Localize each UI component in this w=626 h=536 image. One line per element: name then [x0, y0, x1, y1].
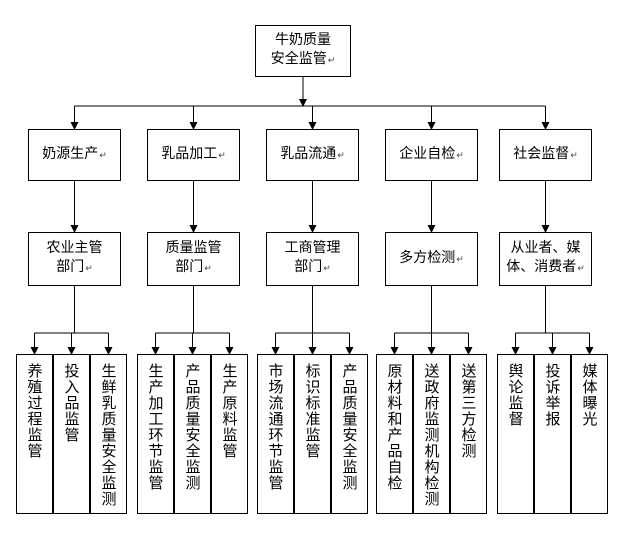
- leaf-label: 媒体曝光: [580, 363, 599, 427]
- department-label: 部门: [294, 259, 323, 275]
- root-node: 牛奶质量 安全监管↵: [255, 25, 351, 77]
- paragraph-mark: ↵: [456, 150, 464, 161]
- paragraph-mark: ↵: [456, 254, 464, 265]
- department-label: 体、消费者: [506, 259, 577, 275]
- leaf-label: 市场流通环节监管: [266, 363, 285, 491]
- root-line-2: 安全监管: [270, 51, 327, 67]
- department-label: 质量监管: [165, 240, 222, 256]
- leaf-node: 生产加工环节监管: [137, 354, 174, 514]
- leaf-label: 生产原料监管: [220, 363, 239, 459]
- paragraph-mark: ↵: [337, 150, 345, 161]
- paragraph-mark: ↵: [577, 264, 585, 274]
- department-node: 从业者、媒体、消费者↵: [499, 232, 592, 286]
- leaf-node: 投入品监管: [53, 354, 90, 514]
- leaf-label: 标识标准监管: [303, 363, 322, 459]
- department-node: 农业主管部门↵: [28, 232, 121, 286]
- department-label: 从业者、媒: [510, 240, 581, 256]
- leaf-node: 投诉举报: [534, 354, 571, 514]
- leaf-label: 养殖过程监管: [25, 363, 44, 459]
- leaf-node: 市场流通环节监管: [257, 354, 294, 514]
- category-node: 奶源生产↵: [28, 129, 121, 181]
- department-node: 质量监管部门↵: [147, 232, 240, 286]
- leaf-label: 产品质量安全监测: [183, 363, 202, 491]
- department-label: 部门: [175, 259, 204, 275]
- department-label: 工商管理: [284, 240, 341, 256]
- leaf-label: 投诉举报: [543, 363, 562, 427]
- paragraph-mark: ↵: [204, 264, 212, 274]
- category-node: 乳品流通↵: [266, 129, 359, 181]
- department-label: 农业主管: [46, 240, 103, 256]
- leaf-node: 原材料和产品自检: [376, 354, 413, 514]
- category-node: 乳品加工↵: [147, 129, 240, 181]
- category-label: 社会监督: [513, 145, 570, 162]
- department-node: 工商管理部门↵: [266, 232, 359, 286]
- leaf-node: 标识标准监管: [294, 354, 331, 514]
- leaf-node: 养殖过程监管: [16, 354, 53, 514]
- paragraph-mark: ↵: [218, 150, 226, 161]
- leaf-label: 送第三方检测: [459, 363, 478, 459]
- leaf-label: 投入品监管: [62, 363, 81, 443]
- leaf-node: 舆论监督: [497, 354, 534, 514]
- category-label: 乳品流通: [280, 145, 337, 162]
- leaf-label: 原材料和产品自检: [385, 363, 404, 491]
- leaf-node: 生鲜乳质量安全监测: [90, 354, 127, 514]
- paragraph-mark: ↵: [570, 150, 578, 161]
- leaf-label: 生产加工环节监管: [146, 363, 165, 491]
- category-label: 乳品加工: [161, 145, 218, 162]
- category-label: 企业自检: [399, 145, 456, 162]
- paragraph-mark: ↵: [323, 264, 331, 274]
- leaf-label: 送政府监测机构检测: [422, 363, 441, 507]
- leaf-node: 产品质量安全监测: [174, 354, 211, 514]
- category-label: 奶源生产: [42, 145, 99, 162]
- department-label: 多方检测: [399, 249, 456, 266]
- leaf-node: 生产原料监管: [211, 354, 248, 514]
- paragraph-mark: ↵: [327, 56, 336, 66]
- paragraph-mark: ↵: [85, 264, 93, 274]
- leaf-label: 产品质量安全监测: [340, 363, 359, 491]
- department-node: 多方检测↵: [385, 232, 478, 286]
- category-node: 企业自检↵: [385, 129, 478, 181]
- category-node: 社会监督↵: [499, 129, 592, 181]
- paragraph-mark: ↵: [99, 150, 107, 161]
- leaf-node: 媒体曝光: [571, 354, 608, 514]
- root-line-1: 牛奶质量: [275, 32, 331, 48]
- leaf-node: 产品质量安全监测: [331, 354, 368, 514]
- leaf-node: 送政府监测机构检测: [413, 354, 450, 514]
- leaf-label: 生鲜乳质量安全监测: [99, 363, 118, 507]
- department-label: 部门: [56, 259, 85, 275]
- leaf-node: 送第三方检测: [450, 354, 487, 514]
- leaf-label: 舆论监督: [506, 363, 525, 427]
